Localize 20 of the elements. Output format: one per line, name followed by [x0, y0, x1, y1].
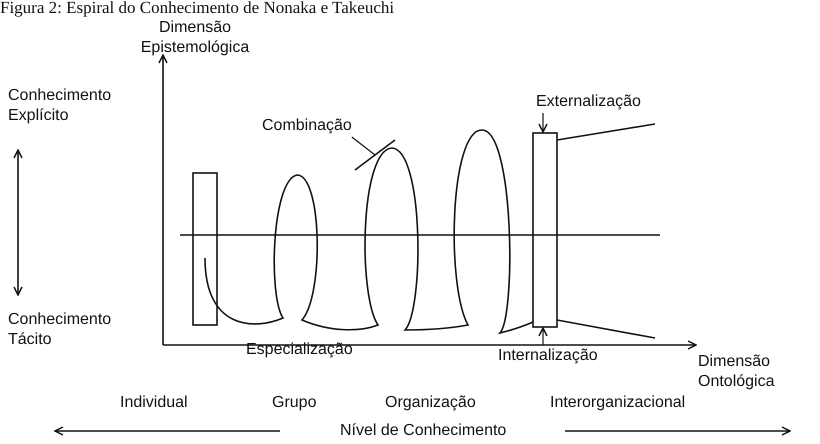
rectangle — [192, 172, 218, 326]
tangent-line — [354, 139, 396, 171]
side-label: Conhecimento Explícito — [8, 86, 112, 126]
text-label: Especialização — [246, 340, 353, 360]
text-label: Combinação — [262, 116, 352, 136]
title: Figura 2: Espiral do Conhecimento de Nonaka e Takeuchi — [0, 0, 394, 18]
text-label: Externalização — [536, 92, 641, 112]
category-label: Organização — [385, 393, 476, 413]
arrow — [538, 327, 548, 345]
category-label: Individual — [120, 393, 188, 413]
leader-line — [351, 136, 376, 156]
rectangle — [532, 132, 558, 328]
category-label: Grupo — [272, 393, 316, 413]
axis-label: Dimensão Epistemológica — [140, 18, 250, 58]
category-label: Interorganizacional — [550, 393, 686, 413]
arrow — [538, 113, 548, 133]
axis-label: Dimensão Ontológica — [698, 352, 776, 392]
text-label: Internalização — [498, 346, 598, 366]
axis-label: Nível de Conhecimento — [340, 421, 506, 441]
side-label: Conhecimento Tácito — [8, 310, 112, 350]
